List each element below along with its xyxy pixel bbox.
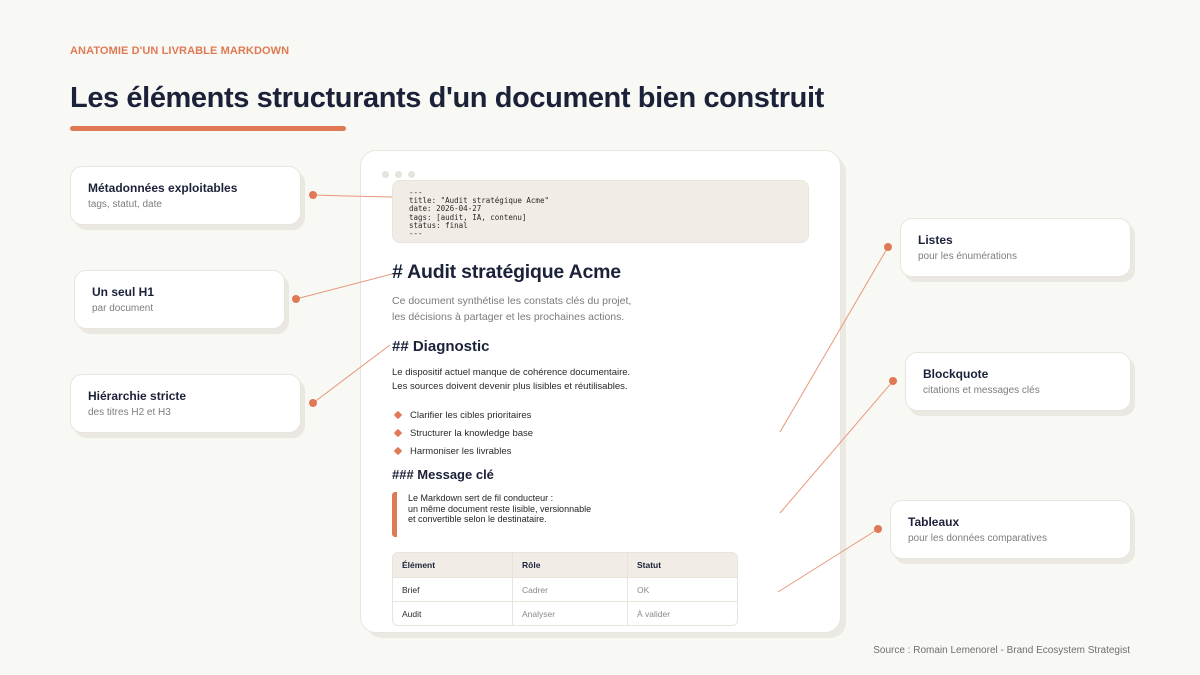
- eyebrow-label: ANATOMIE D'UN LIVRABLE MARKDOWN: [70, 45, 290, 57]
- callout-card: Listes pour les énumérations: [900, 218, 1131, 277]
- list-item-text: Harmoniser les livrables: [410, 445, 512, 457]
- window-dot-icon: [408, 171, 415, 178]
- list-item: Harmoniser les livrables: [392, 442, 533, 460]
- table-header-cell: Rôle: [513, 553, 628, 577]
- table-cell: Analyser: [513, 601, 628, 625]
- callout-subtitle: tags, statut, date: [88, 199, 162, 210]
- connector-dot-icon: [874, 525, 882, 533]
- table-row: Audit Analyser À valider: [393, 601, 737, 625]
- quote-line: un même document reste lisible, versionn…: [408, 503, 592, 514]
- diamond-bullet-icon: [393, 410, 403, 420]
- paragraph-line: Les sources doivent devenir plus lisible…: [392, 381, 628, 392]
- callout-card: Blockquote citations et messages clés: [905, 352, 1131, 411]
- callout-title: Tableaux: [908, 515, 960, 529]
- diamond-bullet-icon: [393, 428, 403, 438]
- doc-intro: Ce document synthétise les constats clés…: [392, 294, 631, 325]
- doc-h1: # Audit stratégique Acme: [392, 261, 621, 283]
- callout-blockquote: Blockquote citations et messages clés: [905, 352, 1135, 416]
- callout-subtitle: des titres H2 et H3: [88, 407, 171, 418]
- callout-card: Métadonnées exploitables tags, statut, d…: [70, 166, 301, 225]
- callout-title: Métadonnées exploitables: [88, 181, 238, 195]
- diamond-bullet-icon: [393, 446, 403, 456]
- quote-line: et convertible selon le destinataire.: [408, 514, 547, 524]
- paragraph-line: Le dispositif actuel manque de cohérence…: [392, 367, 631, 378]
- table-cell: Brief: [393, 577, 513, 601]
- table-header-cell: Statut: [628, 553, 737, 577]
- connector-dot-icon: [884, 243, 892, 251]
- callout-title: Listes: [918, 233, 953, 247]
- table-header-row: Élément Rôle Statut: [393, 553, 737, 577]
- connector-dot-icon: [292, 295, 300, 303]
- table-cell: Audit: [393, 601, 513, 625]
- callout-subtitle: pour les énumérations: [918, 251, 1017, 262]
- callout-subtitle: citations et messages clés: [923, 385, 1040, 396]
- title-underline: [70, 126, 346, 131]
- connector-dot-icon: [309, 191, 317, 199]
- list-item-text: Structurer la knowledge base: [410, 427, 534, 439]
- doc-table: Élément Rôle Statut Brief Cadrer OK Audi…: [392, 552, 738, 626]
- callout-hierarchy: Hiérarchie stricte des titres H2 et H3: [70, 374, 305, 438]
- doc-blockquote: Le Markdown sert de fil conducteur : un …: [392, 492, 591, 537]
- connector-dot-icon: [309, 399, 317, 407]
- table-row: Brief Cadrer OK: [393, 577, 737, 601]
- doc-h2: ## Diagnostic: [392, 338, 490, 355]
- list-item: Structurer la knowledge base: [392, 424, 533, 442]
- callout-title: Blockquote: [923, 367, 989, 381]
- callout-metadata: Métadonnées exploitables tags, statut, d…: [70, 166, 305, 230]
- callout-subtitle: par document: [92, 303, 154, 314]
- page-title: Les éléments structurants d'un document …: [70, 82, 824, 114]
- callout-card: Hiérarchie stricte des titres H2 et H3: [70, 374, 301, 433]
- callout-title: Hiérarchie stricte: [88, 389, 187, 403]
- list-item: Clarifier les cibles prioritaires: [392, 406, 533, 424]
- callout-h1: Un seul H1 par document: [74, 270, 289, 334]
- window-dot-icon: [395, 171, 402, 178]
- document-window: --- title: "Audit stratégique Acme" date…: [360, 150, 841, 633]
- callout-card: Un seul H1 par document: [74, 270, 285, 329]
- source-credit: Source : Romain Lemenorel - Brand Ecosys…: [873, 645, 1130, 656]
- callout-title: Un seul H1: [92, 285, 155, 299]
- frontmatter-code-block: --- title: "Audit stratégique Acme" date…: [392, 180, 809, 243]
- connector-dot-icon: [889, 377, 897, 385]
- callout-lists: Listes pour les énumérations: [900, 218, 1135, 282]
- callout-subtitle: pour les données comparatives: [908, 533, 1047, 544]
- doc-paragraph: Le dispositif actuel manque de cohérence…: [392, 366, 630, 394]
- table-header-cell: Élément: [393, 553, 513, 577]
- intro-line: Ce document synthétise les constats clés…: [392, 295, 632, 307]
- intro-line: les décisions à partager et les prochain…: [392, 310, 625, 323]
- doc-h3: ### Message clé: [392, 467, 494, 482]
- table-cell: Cadrer: [513, 577, 628, 601]
- list-item-text: Clarifier les cibles prioritaires: [410, 409, 532, 421]
- table-cell: OK: [628, 577, 737, 601]
- table-cell: À valider: [628, 601, 737, 625]
- quote-line: Le Markdown sert de fil conducteur :: [408, 493, 554, 503]
- window-dot-icon: [382, 171, 389, 178]
- window-controls: [382, 171, 415, 178]
- doc-bullet-list: Clarifier les cibles prioritaires Struct…: [392, 406, 533, 460]
- callout-tables: Tableaux pour les données comparatives: [890, 500, 1135, 564]
- callout-card: Tableaux pour les données comparatives: [890, 500, 1131, 559]
